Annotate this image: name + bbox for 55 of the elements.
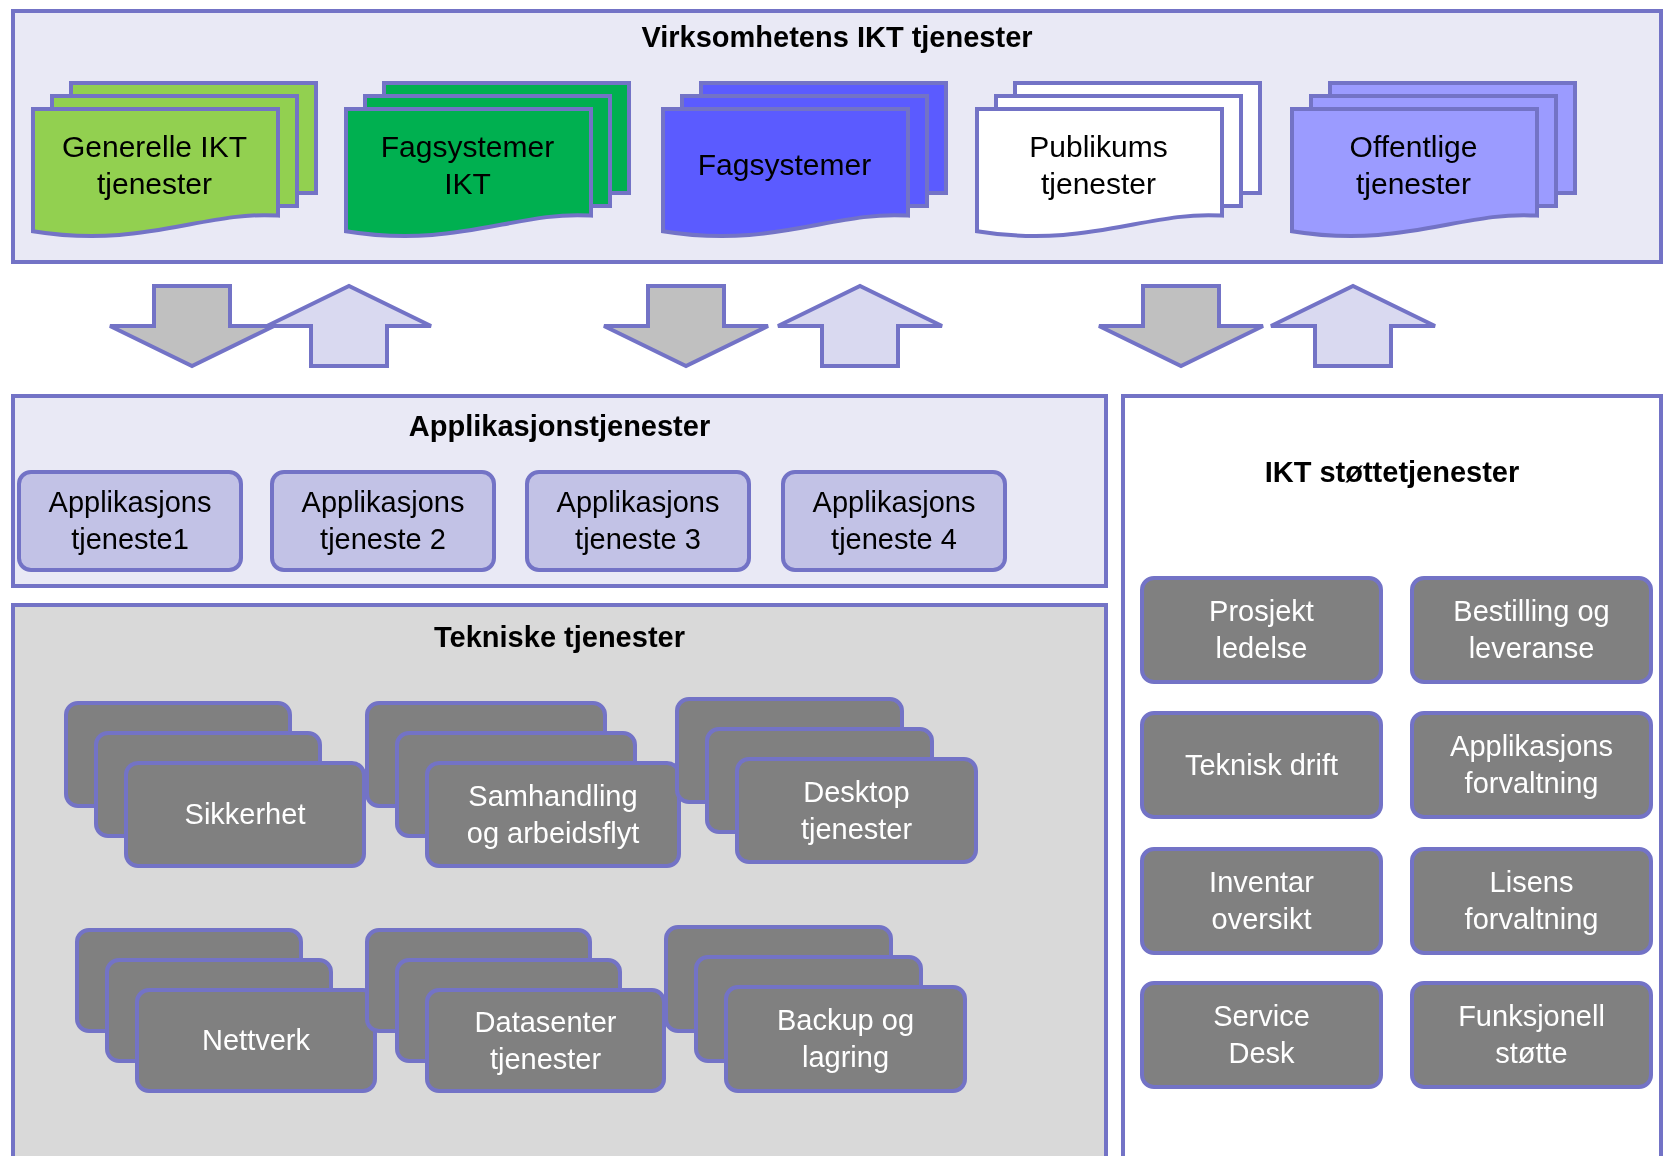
node-label: Teknisk drift (1184, 747, 1339, 783)
service-box (1140, 981, 1383, 1089)
block-arrow (776, 283, 944, 368)
panel-title: Applikasjonstjenester (408, 410, 711, 442)
node-label: Bestilling og leveranse (1452, 594, 1611, 666)
panel-title: IKT støttetjenester (1264, 456, 1520, 488)
node-label: Nettverk (202, 1023, 310, 1059)
service-box (1140, 847, 1383, 955)
block-arrow (265, 283, 433, 368)
block-arrow (1097, 284, 1265, 369)
block-arrow (108, 284, 276, 369)
node-label: Samhandling og arbeidsflyt (465, 778, 641, 851)
group-panel (11, 394, 1108, 588)
panel-title: Tekniske tjenester (434, 621, 685, 653)
node-label: Lisens forvaltning (1463, 865, 1600, 937)
service-box (270, 470, 496, 572)
block-arrow (602, 284, 770, 369)
node-label: Applikasjons tjeneste1 (47, 485, 213, 557)
card-stack (64, 701, 366, 868)
node-label: Inventar oversikt (1208, 865, 1315, 937)
node-label: Service Desk (1212, 999, 1311, 1071)
card-stack (365, 928, 666, 1093)
node-label: Desktop tjenester (799, 774, 914, 847)
group-panel (11, 603, 1108, 1156)
service-box (1140, 711, 1383, 819)
card-stack (365, 701, 681, 868)
service-box (781, 470, 1007, 572)
service-box (1410, 981, 1653, 1089)
service-box (525, 470, 751, 572)
card-stack (675, 697, 978, 864)
node-label: Publikums tjenester (1028, 128, 1169, 202)
node-label: Applikasjons tjeneste 3 (555, 485, 721, 557)
group-panel (11, 9, 1663, 264)
node-label: Sikkerhet (184, 797, 306, 833)
service-box (17, 470, 243, 572)
node-label: Generelle IKT tjenester (60, 128, 249, 202)
service-box (1140, 576, 1383, 684)
service-box (1410, 576, 1653, 684)
card-stack (664, 925, 967, 1093)
block-arrow (1269, 283, 1437, 368)
node-label: Funksjonell støtte (1457, 999, 1606, 1071)
panel-title: Virksomhetens IKT tjenester (641, 21, 1033, 53)
node-label: Applikasjons tjeneste 4 (811, 485, 977, 557)
card-stack (75, 928, 377, 1093)
node-label: Fagsystemer (697, 147, 872, 184)
node-label: Offentlige tjenester (1348, 128, 1479, 202)
node-label: Fagsystemer IKT (379, 128, 556, 202)
node-label: Applikasjons forvaltning (1449, 729, 1614, 801)
service-box (1410, 711, 1653, 819)
node-label: Backup og lagring (775, 1003, 915, 1075)
node-label: Datasenter tjenester (473, 1004, 618, 1077)
group-panel (1121, 394, 1663, 1156)
service-box (1410, 847, 1653, 955)
node-label: Prosjekt ledelse (1208, 594, 1315, 666)
node-label: Applikasjons tjeneste 2 (300, 485, 466, 557)
